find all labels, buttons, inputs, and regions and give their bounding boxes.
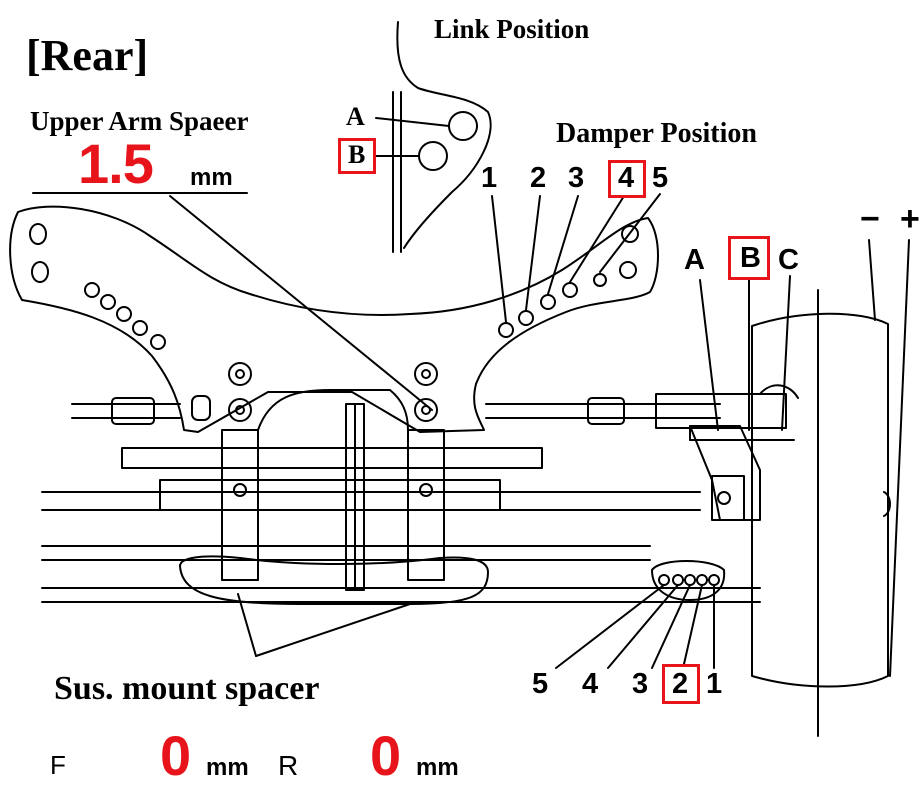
- front-spacer-unit: mm: [206, 754, 249, 781]
- lower-option-1: 1: [706, 668, 723, 700]
- page-title: [Rear]: [26, 31, 149, 80]
- camber-minus-line: [868, 239, 876, 321]
- damper-stay: [9, 205, 659, 433]
- lower-option-3: 3: [632, 668, 649, 700]
- lower-selected-box: [662, 664, 700, 704]
- lower-position-leaders: [555, 584, 715, 669]
- upper-arm-spacer-value: 1.5: [78, 132, 154, 195]
- damper-selected-box: [608, 160, 646, 198]
- rear-label: R: [278, 750, 299, 781]
- sus-mount-spacer-heading: Sus. mount spacer: [54, 670, 320, 707]
- damper-option-5: 5: [652, 162, 669, 194]
- damper-option-4: 4: [618, 162, 635, 194]
- lower-option-2: 2: [672, 668, 689, 700]
- damper-position-heading: Damper Position: [556, 118, 757, 149]
- camber-plus-sign: +: [900, 200, 920, 238]
- camber-option-b: B: [740, 242, 761, 274]
- camber-plus-line: [889, 239, 910, 677]
- damper-option-3: 3: [568, 162, 585, 194]
- camber-option-c: C: [778, 244, 799, 276]
- spacer-leader-line: [169, 195, 433, 411]
- damper-position-leaders: [491, 193, 661, 323]
- rear-spacer-value: 0: [370, 724, 402, 787]
- hub-and-wheel: [689, 289, 891, 737]
- front-label: F: [50, 750, 66, 780]
- link-selected-box: [338, 138, 376, 174]
- damper-option-1: 1: [481, 162, 498, 194]
- damper-option-2: 2: [530, 162, 547, 194]
- front-spacer-value: 0: [160, 724, 192, 787]
- sus-mount-leader-right: [255, 603, 411, 657]
- upper-arms: [71, 384, 799, 429]
- camber-option-a: A: [684, 244, 705, 276]
- camber-link-leaders: [699, 275, 791, 431]
- link-option-a: A: [346, 102, 365, 131]
- link-option-b: B: [348, 140, 366, 169]
- link-position-heading: Link Position: [434, 14, 590, 44]
- sus-mount-leader-left: [237, 593, 257, 657]
- upper-arm-spacer-unit: mm: [190, 164, 233, 191]
- lower-option-5: 5: [532, 668, 549, 700]
- camber-minus-sign: −: [860, 200, 880, 238]
- link-position-bracket: [375, 21, 492, 253]
- upper-arm-spacer-heading: Upper Arm Spaeer: [30, 106, 249, 136]
- camber-selected-box: [728, 236, 770, 280]
- lower-option-4: 4: [582, 668, 599, 700]
- rear-spacer-unit: mm: [416, 754, 459, 781]
